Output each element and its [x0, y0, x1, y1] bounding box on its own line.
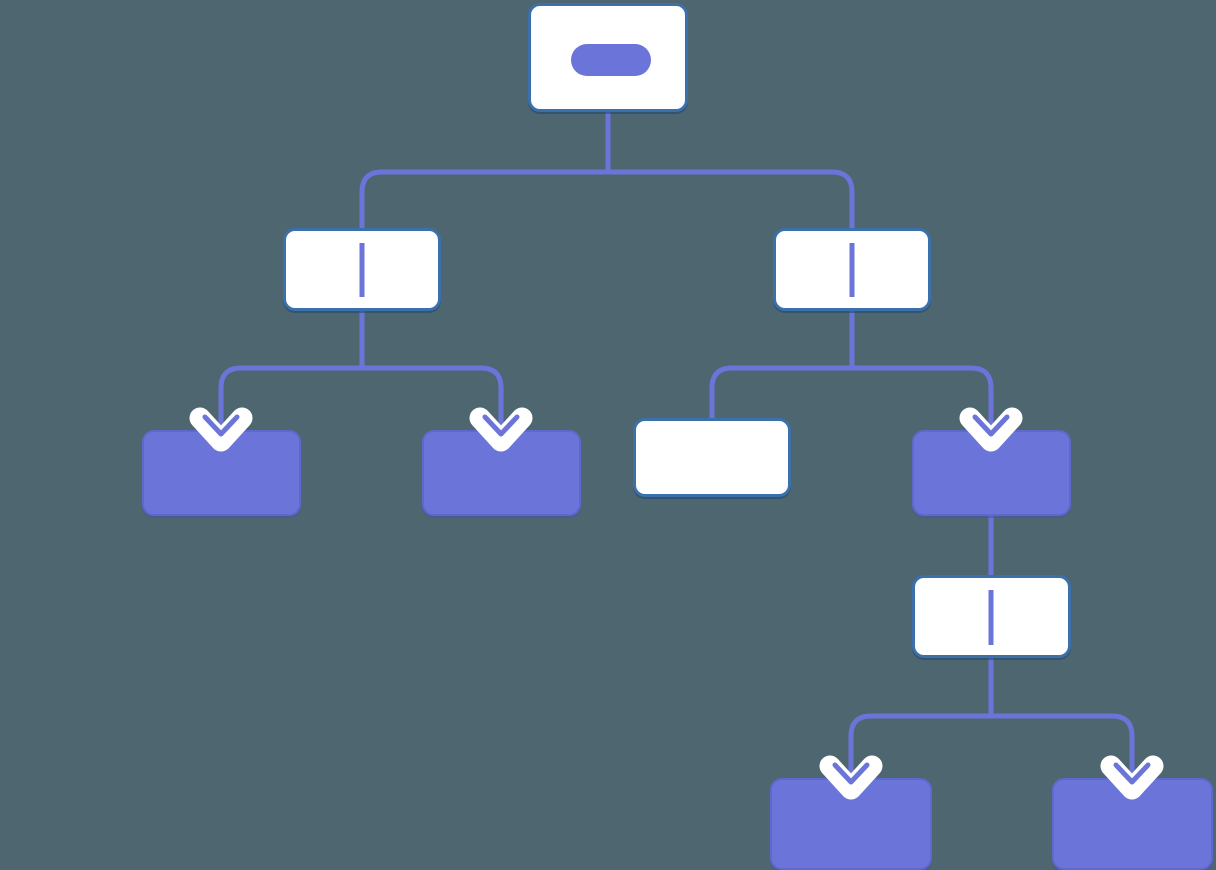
edge-l1b-to-l2c	[709, 365, 852, 420]
node-l3a[interactable]	[912, 575, 1071, 658]
node-root[interactable]	[528, 3, 688, 112]
edge-l1a-to-l2b	[362, 365, 504, 437]
edge-l3a-to-l4a	[848, 713, 991, 785]
edge-l3a-to-l4b	[991, 713, 1135, 785]
node-l1b[interactable]	[773, 228, 931, 311]
edge-l1b-to-l2d	[852, 365, 994, 437]
node-l1a[interactable]	[283, 228, 441, 311]
node-l4b[interactable]	[1052, 778, 1213, 870]
edge-l1a-to-l2a	[218, 365, 362, 437]
node-l2b[interactable]	[422, 430, 581, 516]
edge-root-to-l1a	[359, 169, 608, 320]
node-l2a[interactable]	[142, 430, 301, 516]
node-root-redacted-label	[571, 44, 651, 76]
node-l2d[interactable]	[912, 430, 1071, 516]
node-l4a[interactable]	[770, 778, 932, 870]
node-l2c[interactable]	[633, 418, 791, 497]
edge-root-to-l1b	[608, 169, 855, 320]
